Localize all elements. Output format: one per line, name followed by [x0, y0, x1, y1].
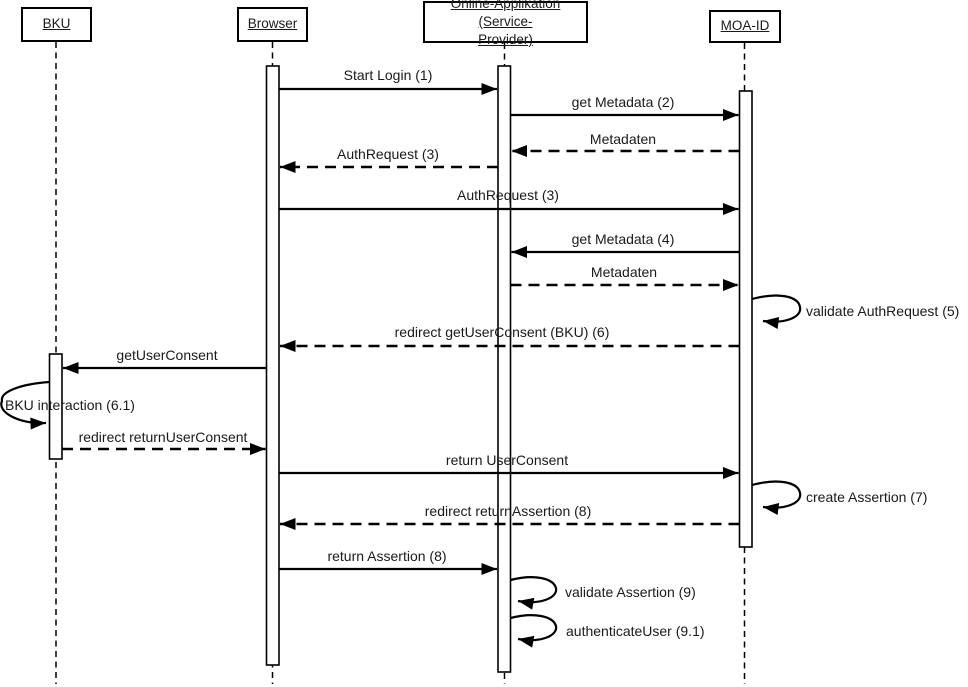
actor-label-online-applikation-line1: Online-Applikation (Service- — [450, 0, 561, 29]
actor-box-browser: Browser — [237, 7, 308, 42]
activation-bar-bku — [48, 353, 63, 460]
actor-label-browser: Browser — [247, 16, 298, 32]
self-loop-create-assertion — [751, 480, 802, 515]
activation-bar-browser — [265, 65, 280, 666]
self-loop-validate-assertion — [510, 576, 558, 610]
actor-label-online-applikation-line2: Provider) — [478, 32, 533, 48]
message-label-create-assertion: create Assertion (7) — [806, 489, 928, 505]
actor-box-bku: BKU — [21, 7, 92, 42]
message-label-redirect-returnassertion: redirect returnAssertion (8) — [424, 503, 592, 519]
message-label-validate-assertion: validate Assertion (9) — [565, 584, 696, 600]
message-label-start-login: Start Login (1) — [343, 67, 433, 83]
message-label-redirect-getuserconsent: redirect getUserConsent (BKU) (6) — [394, 324, 610, 340]
message-label-get-metadata-4: get Metadata (4) — [571, 231, 675, 247]
message-label-return-assertion: return Assertion (8) — [327, 548, 447, 564]
self-loop-bku-interaction — [0, 380, 50, 430]
activation-bar-moa-id — [738, 90, 753, 548]
actor-box-moa-id: MOA-ID — [709, 10, 781, 43]
message-label-redirect-returnuserconsent: redirect returnUserConsent — [78, 429, 248, 445]
actor-label-moa-id: MOA-ID — [720, 18, 770, 34]
message-label-validate-authrequest: validate AuthRequest (5) — [806, 303, 960, 319]
actor-box-online-applikation: Online-Applikation (Service- Provider) — [423, 0, 588, 47]
message-label-authrequest-forward: AuthRequest (3) — [457, 187, 559, 203]
message-label-metadaten-1: Metadaten — [589, 131, 657, 147]
message-label-bku-interaction: BKU interaction (6.1) — [5, 397, 135, 413]
self-loop-authenticateuser — [510, 614, 558, 648]
message-label-return-userconsent: return UserConsent — [445, 452, 569, 468]
actor-label-bku: BKU — [42, 16, 71, 32]
message-label-get-metadata-2: get Metadata (2) — [571, 94, 675, 110]
self-loop-validate-authrequest — [751, 294, 802, 329]
message-label-authrequest-redirect: AuthRequest (3) — [337, 146, 439, 162]
activation-bar-online-applikation — [497, 65, 512, 673]
message-label-authenticateuser: authenticateUser (9.1) — [566, 623, 705, 639]
message-label-metadaten-2: Metadaten — [590, 264, 658, 280]
message-label-getuserconsent: getUserConsent — [116, 347, 218, 363]
